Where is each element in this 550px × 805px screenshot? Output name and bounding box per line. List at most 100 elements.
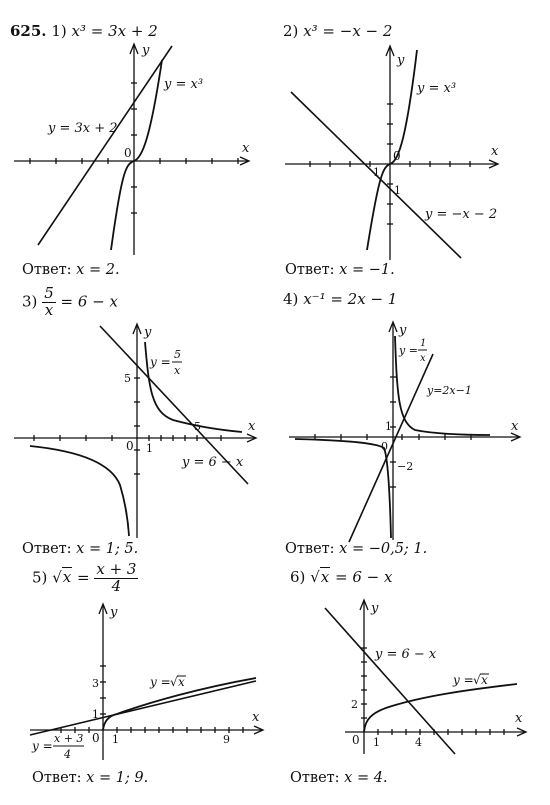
part5-y-label: y xyxy=(109,605,118,620)
part2-tick-x-label: 1 xyxy=(373,166,380,179)
part1-origin-label: 0 xyxy=(124,146,132,160)
part3-y-ticks xyxy=(134,377,140,475)
part2-cubic-curve xyxy=(366,49,418,251)
part3-y-label: y xyxy=(143,325,152,340)
part5-line xyxy=(29,680,257,736)
part6-tick-4-label: 4 xyxy=(415,736,422,749)
part2-y-label: y xyxy=(396,53,405,68)
part2-line xyxy=(290,91,462,259)
part6-tick-1-label: 1 xyxy=(373,736,380,749)
part3-label-hyper-den: x xyxy=(174,364,181,377)
part1-x-arrow xyxy=(239,156,251,166)
part2-equation-text: x³ = −x − 2 xyxy=(303,22,393,40)
part5-sqrt: √x xyxy=(52,567,73,587)
part3-origin-label: 0 xyxy=(126,439,134,453)
part5-label-sqrt-sym: √ xyxy=(170,675,178,689)
part4-label-hyper-num: 1 xyxy=(420,338,426,349)
part1-equation-text: x³ = 3x + 2 xyxy=(71,22,158,40)
part5-tick-3-label: 3 xyxy=(92,677,99,690)
part5-x-label: x xyxy=(252,710,260,725)
part5-answer: Ответ: x = 1; 9. xyxy=(32,770,148,786)
part6-x-label: x xyxy=(515,711,523,726)
part6-x-ticks xyxy=(377,729,505,735)
part2-y-ticks xyxy=(387,103,393,225)
part2-x-ticks xyxy=(309,161,471,167)
part3-equation-rest: = 6 − x xyxy=(60,292,118,311)
part2-equation: 2) x³ = −x − 2 xyxy=(283,22,392,40)
part3-x-arrow xyxy=(246,433,258,443)
part4-origin-label: 0 xyxy=(381,440,388,453)
part6-y-label: y xyxy=(370,601,379,616)
part6-label-sqrt-rad: x xyxy=(481,673,488,687)
part6-answer: Ответ: x = 4. xyxy=(290,770,388,786)
part2-x-arrow xyxy=(488,159,500,169)
part6-label-sqrt-sym: √ xyxy=(473,673,481,687)
part3-x-label: x xyxy=(248,419,256,434)
part6-tick-2-label: 2 xyxy=(351,698,358,711)
part2-answer: Ответ: x = −1. xyxy=(285,262,395,278)
part3-label-hyper-pre: y = xyxy=(149,355,171,369)
part6-line xyxy=(324,607,456,755)
part4-y-arrow xyxy=(388,320,398,333)
part1-equation: 625. 1) x³ = 3x + 2 xyxy=(10,22,158,40)
part4-hyperbola-left xyxy=(294,438,392,539)
part1-answer-label: Ответ: xyxy=(22,262,72,278)
part3-label-line: y = 6 − x xyxy=(181,455,244,470)
part3-answer-label: Ответ: xyxy=(22,541,72,557)
part5-answer-value: x = 1; 9. xyxy=(86,770,149,786)
part1-graph: y = x³ y = 3x + 2 0 x y xyxy=(14,42,251,255)
part5-label-line-den: 4 xyxy=(63,748,71,761)
part6-label-line: y = 6 − x xyxy=(374,647,437,662)
part4-answer: Ответ: x = −0,5; 1. xyxy=(285,541,427,557)
part2-origin-label: 0 xyxy=(393,149,401,163)
part3-tick-5y-label: 5 xyxy=(124,372,131,385)
part2-index: 2) xyxy=(283,22,299,40)
part5-origin-label: 0 xyxy=(92,731,100,745)
part6-origin-label: 0 xyxy=(352,733,360,747)
part5-tick-1y-label: 1 xyxy=(92,708,99,721)
part3-answer: Ответ: x = 1; 5. xyxy=(22,541,138,557)
part3-hyperbola-left xyxy=(29,445,130,537)
part4-tick-m2-label: −2 xyxy=(397,460,413,473)
part3-line xyxy=(99,325,249,485)
part4-x-label: x xyxy=(511,419,519,434)
part1-y-ticks xyxy=(131,82,137,214)
part4-tick-1-label: 1 xyxy=(385,420,392,433)
part4-y-ticks xyxy=(390,376,396,488)
part4-index: 4) xyxy=(283,290,299,308)
part4-x-arrow xyxy=(510,432,522,442)
part4-line xyxy=(348,353,434,543)
part5-label-sqrt-pre: y = xyxy=(149,675,171,689)
part4-label-hyper-pre: y = xyxy=(398,344,418,357)
part6-answer-value: x = 4. xyxy=(344,770,388,786)
part5-equation: 5) √x = x + 3 4 xyxy=(32,560,139,595)
part1-label-line: y = 3x + 2 xyxy=(47,121,118,136)
part1-line xyxy=(37,45,173,246)
part3-index: 3) xyxy=(22,292,38,311)
part4-answer-label: Ответ: xyxy=(285,541,335,557)
part6-index: 6) xyxy=(290,568,306,586)
part4-label-hyper-den: x xyxy=(420,353,426,364)
part1-cubic-curve xyxy=(110,59,163,251)
part2-label-line: y = −x − 2 xyxy=(424,207,497,222)
part6-equation: 6) √x = 6 − x xyxy=(290,567,392,586)
part5-answer-label: Ответ: xyxy=(32,770,82,786)
part5-label-line-pre: y = xyxy=(31,739,53,753)
part3-equation: 3) 5 x = 6 − x xyxy=(22,285,118,319)
part2-graph: y = x³ y = −x − 2 0 1 1 x y xyxy=(285,44,500,260)
part2-label-cubic: y = x³ xyxy=(416,81,456,96)
part2-answer-value: x = −1. xyxy=(339,262,395,278)
part6-sqrt-curve xyxy=(363,683,518,733)
part5-graph: y = √ x y = x + 3 4 0 1 1 3 9 x y xyxy=(29,602,265,761)
part2-y-arrow xyxy=(385,44,395,57)
part4-equation: 4) x⁻¹ = 2x − 1 xyxy=(283,290,397,308)
part2-x-label: x xyxy=(491,144,499,159)
part4-hyperbola-right xyxy=(394,335,491,436)
part5-label-sqrt-rad: x xyxy=(178,675,185,689)
part6-y-arrow xyxy=(359,598,369,611)
part3-graph: y = 5 x y = 6 − x 0 1 5 5 x y xyxy=(14,322,258,538)
part1-y-label: y xyxy=(141,43,150,58)
part5-label-line-num: x + 3 xyxy=(54,732,83,745)
part6-graph: y = 6 − x y = √ x 0 1 2 4 x y xyxy=(324,598,528,755)
